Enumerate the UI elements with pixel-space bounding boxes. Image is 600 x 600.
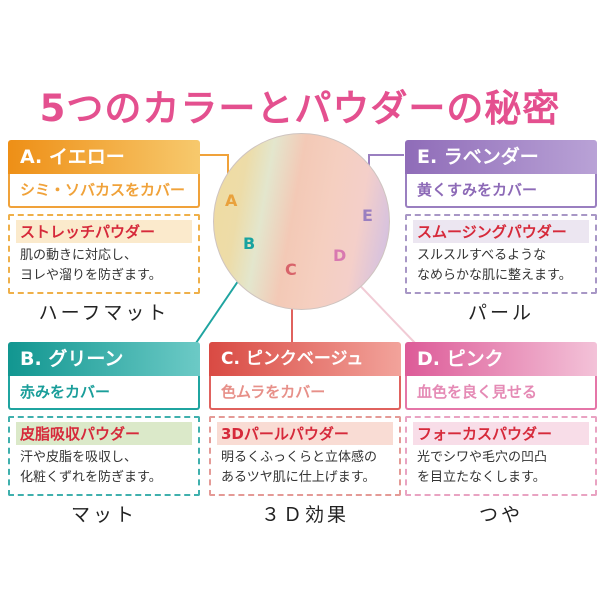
powder-box: 皮脂吸収パウダー 汗や皮脂を吸収し、 化粧くずれを防ぎます。: [8, 416, 200, 496]
powder-name: フォーカスパウダー: [413, 422, 589, 445]
powder-desc-line1: 汗や皮脂を吸収し、: [20, 450, 138, 465]
circle-label-c: C: [285, 260, 297, 279]
powder-name: 3Dパールパウダー: [217, 422, 393, 445]
powder-desc-line2: ヨレや溜りを防ぎます。: [20, 268, 162, 283]
powder-desc-line2: なめらかな肌に整えます。: [417, 268, 572, 283]
circle-label-e: E: [362, 206, 373, 225]
powder-desc-line1: スルスルすべるような: [417, 248, 547, 263]
finish-effect: ハーフマット: [38, 302, 170, 324]
card-heading: B. グリーン: [8, 342, 200, 376]
card-subheading: 赤みをカバー: [8, 376, 200, 410]
finish-effect: つや: [478, 504, 523, 526]
powder-box: ストレッチパウダー 肌の動きに対応し、 ヨレや溜りを防ぎます。: [8, 214, 200, 294]
powder-box: スムージングパウダー スルスルすべるような なめらかな肌に整えます。: [405, 214, 597, 294]
card-yellow: A. イエロー シミ・ソバカスをカバー ストレッチパウダー 肌の動きに対応し、 …: [8, 140, 200, 325]
card-heading: E. ラベンダー: [405, 140, 597, 174]
powder-desc-line2: 化粧くずれを防ぎます。: [20, 470, 162, 485]
card-heading: D. ピンク: [405, 342, 597, 376]
powder-desc-line1: 明るくふっくらと立体感の: [221, 450, 378, 465]
card-subheading: 黄くすみをカバー: [405, 174, 597, 208]
card-heading: C. ピンクベージュ: [209, 342, 401, 376]
circle-label-a: A: [225, 191, 238, 210]
card-heading: A. イエロー: [8, 140, 200, 174]
powder-name: ストレッチパウダー: [16, 220, 192, 243]
powder-desc-line1: 光でシワや毛穴の凹凸: [417, 450, 548, 465]
finish-effect: ３Ｄ効果: [260, 504, 349, 526]
card-pink-beige: C. ピンクベージュ 色ムラをカバー 3Dパールパウダー 明るくふっくらと立体感…: [209, 342, 401, 527]
finish-effect: パール: [467, 302, 534, 324]
card-green: B. グリーン 赤みをカバー 皮脂吸収パウダー 汗や皮脂を吸収し、 化粧くずれを…: [8, 342, 200, 527]
card-subheading: 血色を良く見せる: [405, 376, 597, 410]
powder-color-circle: A B C D E: [213, 133, 390, 310]
card-subheading: シミ・ソバカスをカバー: [8, 174, 200, 208]
card-pink: D. ピンク 血色を良く見せる フォーカスパウダー 光でシワや毛穴の凹凸 を目立…: [405, 342, 597, 527]
finish-effect: マット: [70, 504, 137, 526]
circle-label-d: D: [333, 246, 347, 265]
page-title: 5つのカラーとパウダーの秘密: [39, 87, 561, 130]
powder-name: スムージングパウダー: [413, 220, 589, 243]
card-lavender: E. ラベンダー 黄くすみをカバー スムージングパウダー スルスルすべるような …: [405, 140, 597, 325]
powder-box: 3Dパールパウダー 明るくふっくらと立体感の あるツヤ肌に仕上げます。: [209, 416, 401, 496]
circle-label-b: B: [243, 234, 256, 253]
powder-box: フォーカスパウダー 光でシワや毛穴の凹凸 を目立たなくします。: [405, 416, 597, 496]
card-subheading: 色ムラをカバー: [209, 376, 401, 410]
powder-desc-line2: あるツヤ肌に仕上げます。: [221, 470, 376, 485]
powder-desc-line2: を目立たなくします。: [417, 470, 546, 485]
powder-name: 皮脂吸収パウダー: [16, 422, 192, 445]
powder-desc-line1: 肌の動きに対応し、: [20, 248, 138, 263]
